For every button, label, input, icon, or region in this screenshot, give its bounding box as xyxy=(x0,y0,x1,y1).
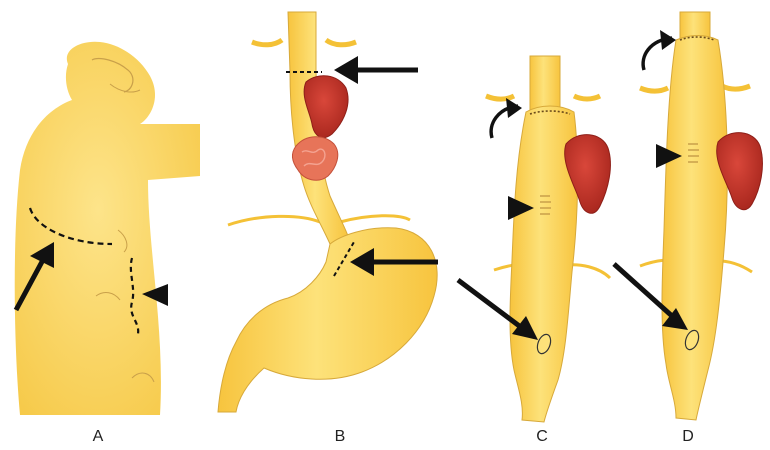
distal-mass xyxy=(292,137,337,181)
panel-a xyxy=(15,42,200,415)
curved-arrow-c-head xyxy=(506,98,522,118)
torso-body xyxy=(15,42,200,415)
curved-arrow-d-head xyxy=(660,30,676,50)
panel-label-a: A xyxy=(83,428,113,446)
clavicle-right-d xyxy=(722,86,750,89)
clavicle-right-c xyxy=(574,96,600,99)
panel-b xyxy=(218,12,438,412)
panel-label-b: B xyxy=(325,428,355,446)
panel-d xyxy=(614,12,762,420)
stomach-b xyxy=(218,228,437,412)
clavicle-right xyxy=(326,40,356,45)
diaphragm-left xyxy=(228,216,320,225)
clavicle-left-d xyxy=(640,88,668,91)
clavicle-left-c xyxy=(486,96,514,99)
gastric-conduit-d xyxy=(662,36,727,421)
panel-label-d: D xyxy=(673,428,703,446)
panel-c xyxy=(458,56,610,422)
panel-label-c: C xyxy=(527,428,557,446)
diaphragm-right xyxy=(340,216,410,222)
clavicle-left xyxy=(252,40,282,45)
